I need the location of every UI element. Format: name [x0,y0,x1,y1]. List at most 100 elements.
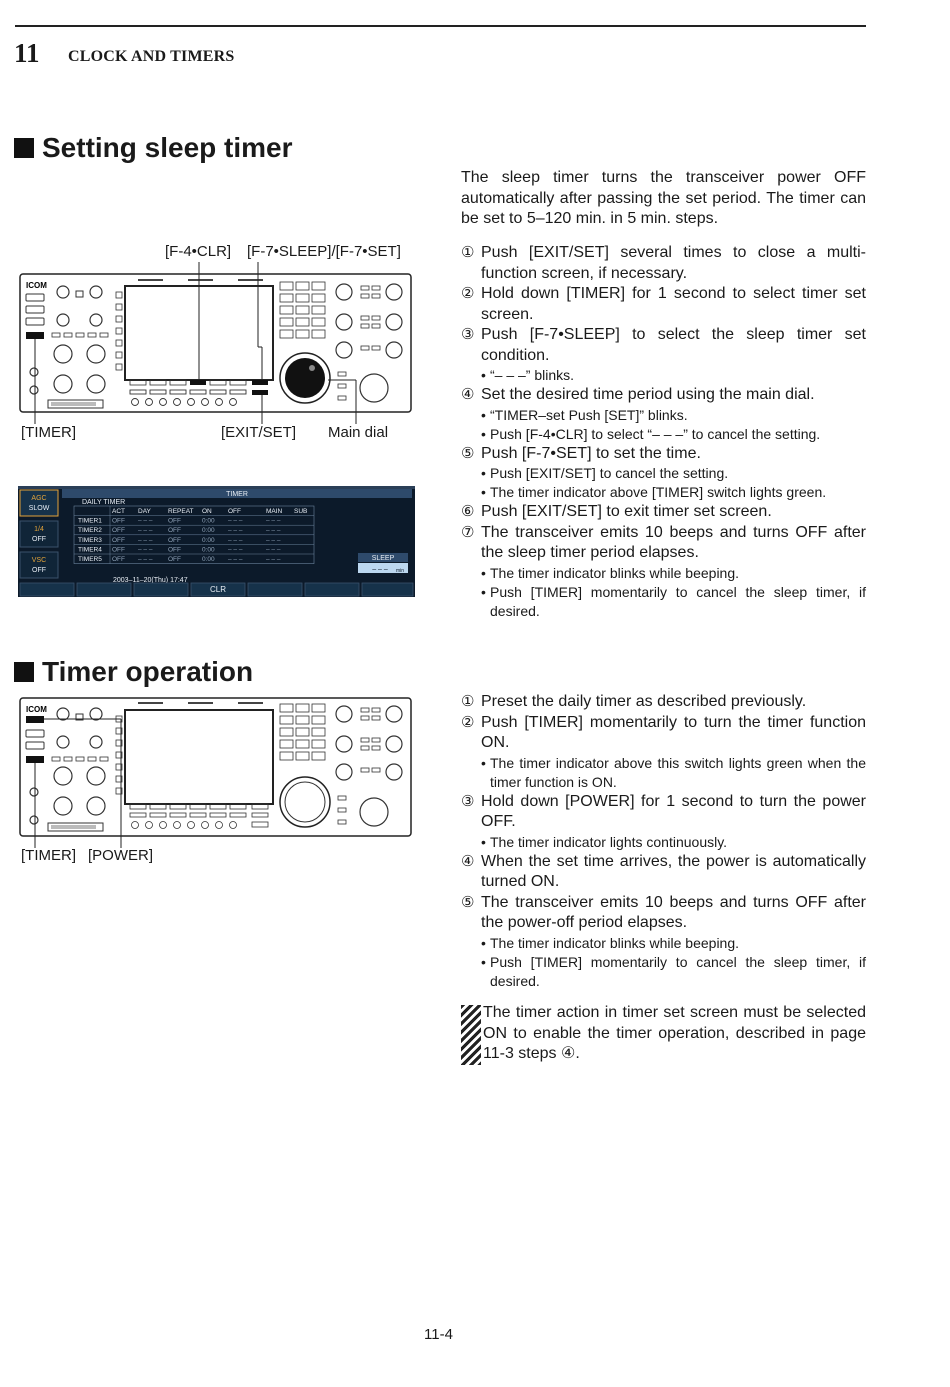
brand-logo: ICOM [26,705,47,714]
caption-power: [POWER] [88,847,154,864]
step-sub-item: •Push [TIMER] momentarily to cancel the … [461,583,866,621]
lcd-side-button-bottom-text: OFF [32,536,46,543]
lcd-table-cell: OFF [112,518,125,525]
lcd-sleep-value: – – – [372,566,388,573]
step-sub-item: •Push [EXIT/SET] to cancel the setting. [461,464,866,483]
main-dial-knob [279,776,331,828]
step-text: Hold down [TIMER] for 1 second to select… [481,285,866,323]
step-text: Push [F-7•SLEEP] to select the sleep tim… [481,326,866,364]
bullet-icon: • [481,833,486,850]
step-text: The transceiver emits 10 beeps and turns… [481,893,866,932]
note-hatch-icon [461,1005,481,1065]
section-heading-timer-operation: Timer operation [14,656,253,688]
lcd-row-label: TIMER5 [78,556,102,563]
lcd-column-header: ACT [112,508,125,515]
lcd-table-cell: 0:00 [202,527,215,534]
lcd-table-cell: 0:00 [202,537,215,544]
step-item: ③ Push [F-7•SLEEP] to select the sleep ti… [461,325,866,366]
bullet-icon: • [481,934,486,951]
step-text: Set the desired time period using the ma… [481,386,815,403]
bullet-icon: • [481,953,486,970]
step-number: ④ [461,852,475,870]
lcd-side-button-top-text: 1/4 [34,526,44,533]
note-block: The timer action in timer set screen mus… [461,1003,866,1065]
page-number: 11-4 [424,1326,453,1343]
lcd-table-cell: OFF [112,537,125,544]
step-sub-text: Push [EXIT/SET] to cancel the setting. [490,465,729,481]
step-text: Push [F-7•SET] to set the time. [481,444,701,462]
chapter-number: 11 [14,38,40,68]
step-sub-text: “– – –” blinks. [490,367,575,383]
lcd-table-cell: – – – [138,556,153,563]
caption-exit-set: [EXIT/SET] [221,424,297,441]
lcd-side-button-bottom-text: OFF [32,567,46,574]
lcd-table-cell: OFF [168,556,181,563]
lcd-side-button-vsc: VSC OFF [19,551,59,579]
lcd-column-header: ON [202,508,212,515]
step-number: ③ [461,326,475,343]
timer-switch [26,756,44,763]
lcd-table-cell: – – – [138,537,153,544]
step-sub-text: Push [TIMER] momentarily to cancel the s… [490,953,866,989]
lcd-table-cell: – – – [266,537,281,544]
section-title: Setting sleep timer [42,132,293,163]
header-rule [15,25,866,27]
step-sub-text: “TIMER–set Push [SET]” blinks. [490,406,688,423]
bullet-icon: • [481,484,486,500]
caption-f7-sleep-set: [F-7•SLEEP]/[F-7•SET] [247,243,401,260]
step-number: ③ [461,792,475,810]
step-number: ⑤ [461,444,475,462]
timer-set-lcd-screen: AGC SLOW 1/4 OFF VSC OFF TIMER DAILY TIM… [18,486,415,597]
note-text: The timer action in timer set screen mus… [483,1004,866,1062]
step-sub-item: •The timer indicator blinks while beepin… [461,564,866,583]
step-number: ① [461,693,475,710]
lcd-title: TIMER [226,491,248,498]
bullet-icon: • [481,406,486,423]
lcd-side-button-top-text: VSC [32,557,46,564]
step-text: When the set time arrives, the power is … [481,852,866,891]
step-text: Push [EXIT/SET] several times to close a… [481,244,866,282]
lcd-side-button-top-text: AGC [31,495,46,502]
step-sub-item: •The timer indicator lights continuously… [461,833,866,852]
bullet-icon: • [481,367,486,383]
sleep-timer-intro: The sleep timer turns the transceiver po… [461,169,866,227]
lcd-table-cell: – – – [266,518,281,525]
power-switch [26,716,44,723]
lcd-table-cell: OFF [168,527,181,534]
bullet-icon: • [481,583,486,600]
brand-logo: ICOM [26,281,47,290]
bullet-icon: • [481,564,486,581]
lcd-row-label: TIMER4 [78,546,102,553]
step-text: Push [TIMER] momentarily to turn the tim… [481,713,866,752]
lcd-side-button-agc: AGC SLOW [19,489,59,517]
heading-bullet-icon [14,662,34,682]
caption-timer: [TIMER] [21,424,76,441]
step-sub-text: The timer indicator blinks while beeping… [490,564,740,581]
step-text: The transceiver emits 10 beeps and turns… [481,523,866,562]
step-number: ② [461,713,475,731]
lcd-table-cell: OFF [112,527,125,534]
lcd-table-cell: OFF [168,546,181,553]
lcd-row-label: TIMER3 [78,537,102,544]
lcd-table-cell: – – – [228,546,243,553]
lcd-table-cell: OFF [112,556,125,563]
lcd-datetime: 2003–11–20(Thu) 17:47 [113,577,188,584]
step-sub-item: •Push [TIMER] momentarily to cancel the … [461,953,866,991]
lcd-table-cell: – – – [138,546,153,553]
lcd-table-cell: – – – [266,527,281,534]
step-number: ⑦ [461,523,475,541]
lcd-side-button-bottom-text: SLOW [29,505,50,512]
lcd-table-cell: OFF [168,518,181,525]
transceiver-front-panel-diagram-1: ICOM [19,262,412,424]
caption-f4-clr: [F-4•CLR] [165,243,232,260]
section-title: Timer operation [42,656,254,687]
bullet-icon: • [481,425,486,442]
caption-timer-2: [TIMER] [21,847,76,864]
lcd-subtitle: DAILY TIMER [82,499,125,506]
